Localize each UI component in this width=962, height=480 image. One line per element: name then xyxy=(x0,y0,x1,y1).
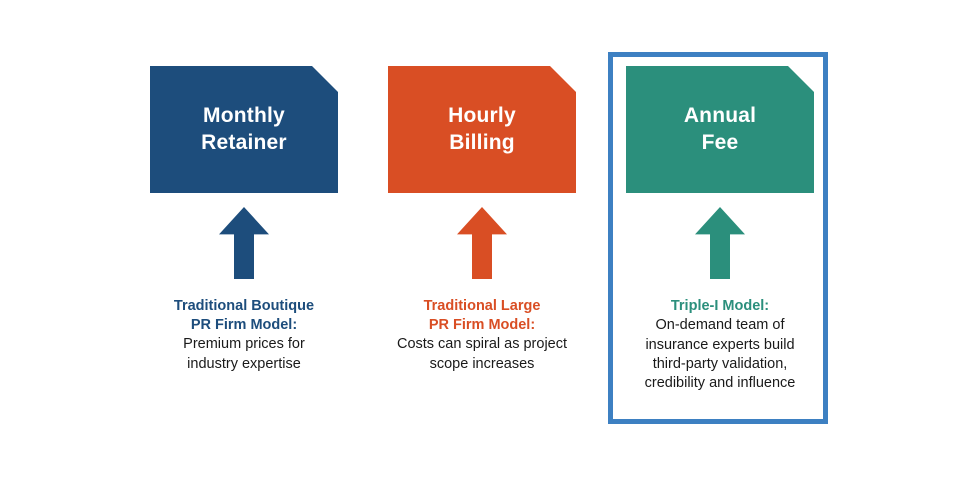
caption-body-hourly-billing: Costs can spiral as project scope increa… xyxy=(396,336,568,372)
model-box-hourly-billing: Hourly Billing xyxy=(388,66,576,193)
column-annual-fee: Annual Fee Triple-I Model: On-demand tea… xyxy=(626,66,814,394)
caption-body-monthly-retainer: Premium prices for industry expertise xyxy=(183,336,305,372)
arrow-container-hourly-billing xyxy=(388,207,576,287)
model-box-title-hourly-billing: Hourly Billing xyxy=(448,103,516,154)
column-monthly-retainer: Monthly Retainer Traditional Boutique PR… xyxy=(150,66,338,374)
arrow-container-monthly-retainer xyxy=(150,207,338,287)
model-box-title-annual-fee: Annual Fee xyxy=(683,103,757,154)
model-box-monthly-retainer: Monthly Retainer xyxy=(150,66,338,193)
caption-annual-fee: Triple-I Model: On-demand team of insura… xyxy=(620,297,820,394)
column-hourly-billing: Hourly Billing Traditional Large PR Firm… xyxy=(388,66,576,374)
caption-body-annual-fee: On-demand team of insurance experts buil… xyxy=(644,317,796,392)
arrow-up-icon xyxy=(457,207,507,279)
highlight-frame-annual-fee xyxy=(608,52,828,424)
caption-heading-hourly-billing: Traditional Large PR Firm Model: xyxy=(423,298,541,334)
arrow-up-icon xyxy=(695,207,745,279)
caption-monthly-retainer: Traditional Boutique PR Firm Model: Prem… xyxy=(150,297,338,374)
caption-heading-monthly-retainer: Traditional Boutique PR Firm Model: xyxy=(173,298,315,334)
model-box-title-monthly-retainer: Monthly Retainer xyxy=(201,103,287,154)
arrow-container-annual-fee xyxy=(626,207,814,287)
caption-heading-annual-fee: Triple-I Model: xyxy=(670,298,770,314)
model-box-annual-fee: Annual Fee xyxy=(626,66,814,193)
caption-hourly-billing: Traditional Large PR Firm Model: Costs c… xyxy=(388,297,576,374)
arrow-up-icon xyxy=(219,207,269,279)
